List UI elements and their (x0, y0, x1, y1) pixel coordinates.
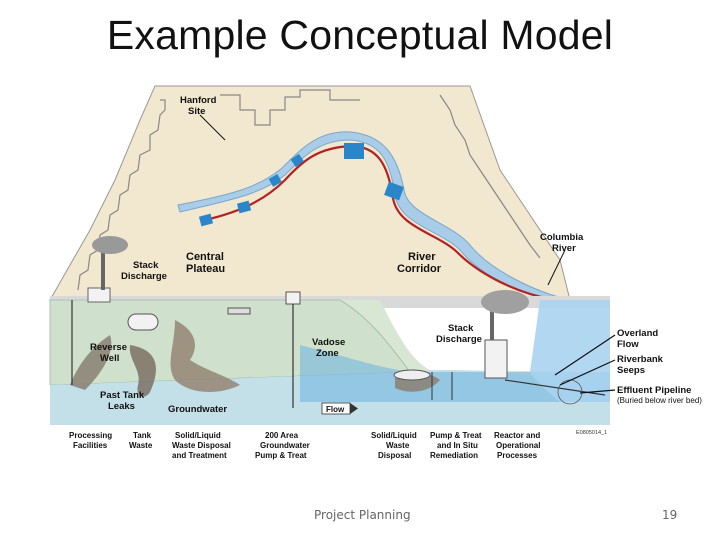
label-central-plateau-1: Central (186, 251, 224, 263)
reactor-square (344, 143, 364, 159)
reactor-square (198, 213, 214, 227)
overland-flow-pointer (554, 334, 616, 376)
bottom-label-tank-waste: Tank Waste (129, 431, 153, 450)
bottom-label-waste-disposal: Solid/Liquid Waste Disposal (371, 431, 417, 460)
svg-text:Groundwater: Groundwater (260, 441, 310, 450)
svg-text:and In Situ: and In Situ (437, 441, 478, 450)
slide-footer: Project Planning (314, 508, 411, 522)
label-flow: Flow (326, 405, 345, 414)
bottom-label-pump-treat-remediation: Pump & Treat and In Situ Remediation (430, 431, 482, 460)
svg-text:Remediation: Remediation (430, 451, 478, 460)
label-groundwater: Groundwater (168, 404, 227, 415)
processing-stack (101, 252, 105, 290)
slide-page-number: 19 (662, 508, 678, 522)
svg-text:Operational: Operational (496, 441, 540, 450)
bottom-label-reactor-processes: Reactor and Operational Processes (494, 431, 540, 460)
treatment-basin (393, 369, 431, 381)
svg-text:Pump & Treat: Pump & Treat (430, 431, 482, 440)
label-riverbank-seeps-1: Riverbank (617, 354, 664, 365)
label-reverse-well-2: Well (100, 353, 119, 364)
bottom-label-processing: Processing Facilities (69, 431, 112, 450)
svg-text:and Treatment: and Treatment (172, 451, 227, 460)
reactor-building (484, 339, 508, 379)
reactor-square (236, 200, 252, 214)
label-riverbank-seeps-2: Seeps (617, 365, 645, 376)
plume-reverse-well (70, 335, 112, 390)
label-figure-code: E0805014_1 (576, 430, 607, 436)
pump-house (285, 291, 301, 305)
label-river-corridor-2: Corridor (397, 263, 442, 275)
label-stack-discharge-left-1: Stack (133, 260, 159, 271)
effluent-pipeline-pointer (579, 389, 616, 394)
svg-text:Facilities: Facilities (73, 441, 108, 450)
disposal-trench (227, 307, 251, 315)
svg-text:Processes: Processes (497, 451, 538, 460)
svg-text:Processing: Processing (69, 431, 112, 440)
svg-text:Waste Disposal: Waste Disposal (172, 441, 231, 450)
plume-solid-waste (170, 320, 240, 392)
svg-text:Waste: Waste (129, 441, 153, 450)
svg-text:Waste: Waste (386, 441, 410, 450)
label-stack-discharge-right-2: Discharge (436, 334, 482, 345)
label-central-plateau-2: Plateau (186, 263, 225, 275)
label-river-corridor-1: River (408, 251, 436, 263)
label-overland-flow-1: Overland (617, 328, 658, 339)
label-columbia-river-2: River (552, 243, 576, 254)
columbia-river-pointer (547, 249, 566, 286)
bottom-label-200-area: 200 Area Groundwater Pump & Treat (255, 431, 310, 460)
reactor-stack (490, 305, 494, 340)
svg-text:200 Area: 200 Area (265, 431, 299, 440)
label-hanford-site-1: Hanford (180, 95, 217, 106)
label-past-tank-leaks-1: Past Tank (100, 390, 145, 401)
reactor-square (384, 181, 404, 201)
bottom-label-waste-disposal-treatment: Solid/Liquid Waste Disposal and Treatmen… (172, 431, 231, 460)
terrain-steps-right (439, 94, 541, 259)
svg-text:Tank: Tank (133, 431, 152, 440)
label-stack-discharge-right-1: Stack (448, 323, 474, 334)
slide-title: Example Conceptual Model (106, 12, 614, 58)
svg-text:Reactor and: Reactor and (494, 431, 540, 440)
hanford-site-pointer (199, 114, 226, 141)
stack-smoke-left (92, 236, 128, 254)
riverbank-seeps-pointer (559, 359, 616, 386)
river-cross-section (530, 300, 610, 402)
label-vadose-zone-2: Zone (316, 348, 339, 359)
svg-text:Solid/Liquid: Solid/Liquid (175, 431, 221, 440)
svg-text:Solid/Liquid: Solid/Liquid (371, 431, 417, 440)
terrain-steps-top (220, 89, 360, 126)
label-vadose-zone-1: Vadose (312, 337, 345, 348)
label-buried-note: (Buried below river bed) (617, 396, 702, 405)
label-past-tank-leaks-2: Leaks (108, 401, 135, 412)
tank-dome (127, 313, 159, 331)
terrain-steps-left (77, 99, 166, 291)
reactor-square (268, 174, 282, 187)
label-columbia-river-1: Columbia (540, 232, 584, 243)
flow-arrow-head (350, 403, 358, 414)
label-stack-discharge-left-2: Discharge (121, 271, 167, 282)
processing-facility (87, 287, 111, 303)
stack-smoke-right (481, 290, 529, 314)
plume-tank-waste (129, 345, 156, 397)
reactor-square (290, 153, 304, 167)
svg-text:Pump & Treat: Pump & Treat (255, 451, 307, 460)
label-overland-flow-2: Flow (617, 339, 639, 350)
svg-text:Disposal: Disposal (378, 451, 411, 460)
conceptual-model-diagram: Hanford Site Columbia River Stack Discha… (49, 85, 702, 460)
effluent-pipeline-plan (204, 144, 556, 302)
label-effluent-pipeline: Effluent Pipeline (617, 385, 691, 396)
aquifer-blue-gradient (300, 345, 610, 402)
label-reverse-well-1: Reverse (90, 342, 127, 353)
label-hanford-site-2: Site (188, 106, 205, 117)
